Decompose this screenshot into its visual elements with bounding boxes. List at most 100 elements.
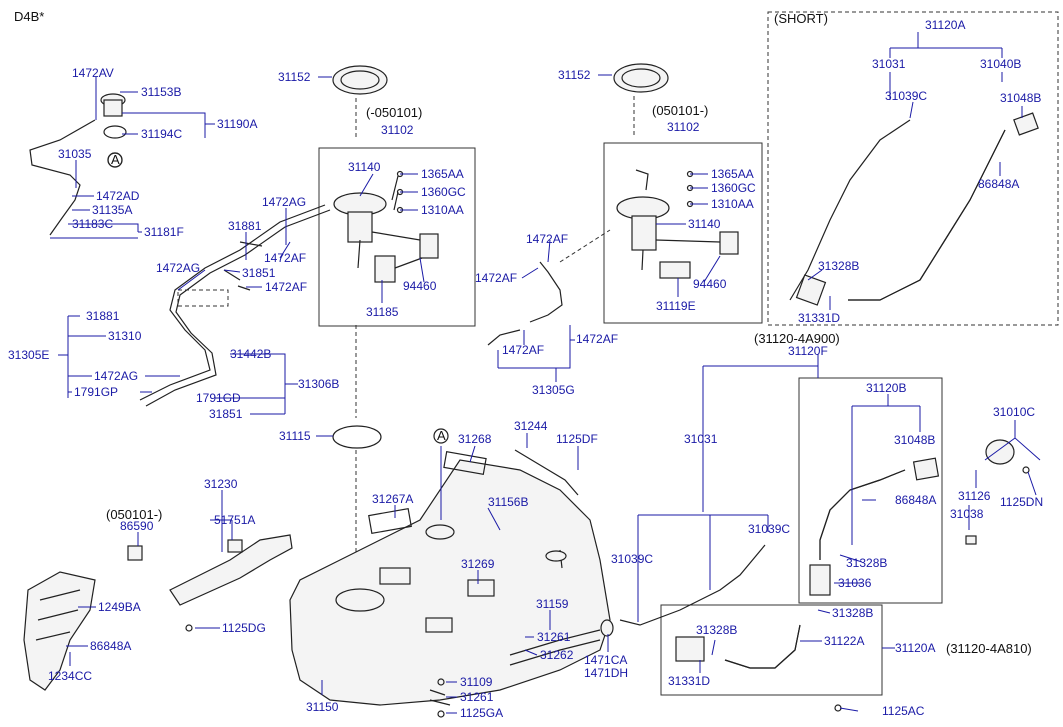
part-label: 31267A [372, 492, 413, 506]
part-label: 31262 [540, 648, 574, 662]
part-label: 1360GC [421, 185, 466, 199]
part-label: 1310AA [421, 203, 464, 217]
part-label: 1472AD [96, 189, 140, 203]
part-label: 31120A [895, 641, 935, 655]
part-label: 31268 [458, 432, 492, 446]
part-label: 31851 [209, 407, 243, 421]
svg-text:A: A [111, 152, 120, 167]
part-label: 1125DG [222, 621, 266, 635]
part-label: 1471CA [584, 653, 627, 667]
part-label: 86590 [120, 519, 154, 533]
part-label: 31181F [144, 225, 184, 239]
part-label: 31152 [558, 68, 591, 82]
part-label: 31048B [894, 433, 935, 447]
date-after-sender: (050101-) [652, 103, 708, 118]
part-label: 31305E [8, 348, 49, 362]
part-label: 31185 [366, 305, 399, 319]
date-after-plate: (050101-) [106, 507, 162, 522]
part-label: 31119E [656, 299, 696, 313]
part-label: 31031 [684, 432, 718, 446]
part-label: 1234CC [48, 669, 92, 683]
filler-neck-short [789, 119, 911, 301]
part-label: 31122A [824, 634, 864, 648]
part-label: 31328B [846, 556, 887, 570]
part-label: 31328B [832, 606, 873, 620]
part-label: 1472AF [475, 271, 517, 285]
part-label: 31190A [217, 117, 257, 131]
part-label: 31328B [696, 623, 737, 637]
part-label: 31048B [1000, 91, 1041, 105]
filler-neck-a900 [819, 469, 906, 560]
fuel-line-mid [529, 261, 563, 323]
part-label: 31230 [204, 477, 238, 491]
sender-left-drawing [333, 170, 439, 283]
part-label: 31305G [532, 383, 575, 397]
part-label: 31135A [92, 203, 132, 217]
part-label: 31881 [86, 309, 120, 323]
group-label-a900: (31120-4A900) [754, 331, 840, 346]
part-label: 1472AG [262, 195, 306, 209]
group-label-a810: (31120-4A810) [946, 641, 1032, 656]
part-label: 1472AG [94, 369, 138, 383]
part-label: 1365AA [421, 167, 464, 181]
part-label: 31261 [460, 690, 494, 704]
part-label: 1472AG [156, 261, 200, 275]
part-label: 31183C [72, 217, 113, 231]
part-label: 31152 [278, 70, 311, 84]
part-label: 31115 [279, 429, 311, 443]
part-label: 31153B [141, 85, 181, 99]
sender-frame-after [603, 142, 763, 324]
drawings [23, 11, 1059, 718]
part-label: 31269 [461, 557, 495, 571]
part-label: 31039C [748, 522, 790, 536]
part-label: 1472AF [526, 232, 568, 246]
part-label: 1791GD [196, 391, 241, 405]
lock-ring-left-drawing [332, 65, 388, 95]
part-label: 1125GA [460, 706, 503, 720]
callout-a-top: A [107, 152, 123, 168]
filler-a900-frame [798, 377, 943, 604]
tank-strap-31262 [509, 629, 601, 666]
heat-shield-drawing [23, 571, 96, 691]
part-label: 86848A [90, 639, 131, 653]
part-label: 31039C [611, 552, 653, 566]
part-label: 1125DF [556, 432, 598, 446]
part-label: 31159 [536, 597, 569, 611]
part-label: 31328B [818, 259, 859, 273]
part-label: 31306B [298, 377, 339, 391]
part-label: 31120F [788, 344, 828, 358]
part-label: 31140 [348, 160, 381, 174]
part-label: 31140 [688, 217, 721, 231]
part-label: 31150 [306, 700, 339, 714]
part-label: 1125AC [882, 704, 925, 718]
leader-lines [50, 32, 1041, 714]
vapor-tube-31035 [29, 119, 96, 236]
tank-strap-31244 [514, 449, 579, 496]
part-label: 31102 [667, 120, 700, 134]
part-label: 31120B [866, 381, 906, 395]
part-label: 31851 [242, 266, 276, 280]
part-label: 86848A [895, 493, 936, 507]
lock-ring-right-inner [621, 68, 661, 88]
part-label: 94460 [693, 277, 727, 291]
part-label: 31331D [668, 674, 710, 688]
part-label: 1791GP [74, 385, 118, 399]
fuel-tank-drawing [289, 459, 611, 706]
part-label: 31031 [872, 57, 906, 71]
part-label: 31010C [993, 405, 1035, 419]
part-label: 1360GC [711, 181, 756, 195]
part-label: 1471DH [584, 666, 628, 680]
part-label: 31194C [141, 127, 182, 141]
sender-right-drawing [616, 169, 739, 279]
gasket-ring-drawing [332, 425, 382, 449]
part-label: 31120A [925, 18, 965, 32]
part-label: 31038 [950, 507, 984, 521]
part-label: 94460 [403, 279, 437, 293]
part-label: 1125DN [1000, 495, 1043, 509]
svg-text:A: A [437, 428, 446, 443]
part-label: 51751A [214, 513, 255, 527]
model-code: D4B* [14, 9, 44, 24]
group-label-short: (SHORT) [774, 11, 828, 26]
part-label: 31244 [514, 419, 548, 433]
sender-frame-before [318, 147, 476, 327]
